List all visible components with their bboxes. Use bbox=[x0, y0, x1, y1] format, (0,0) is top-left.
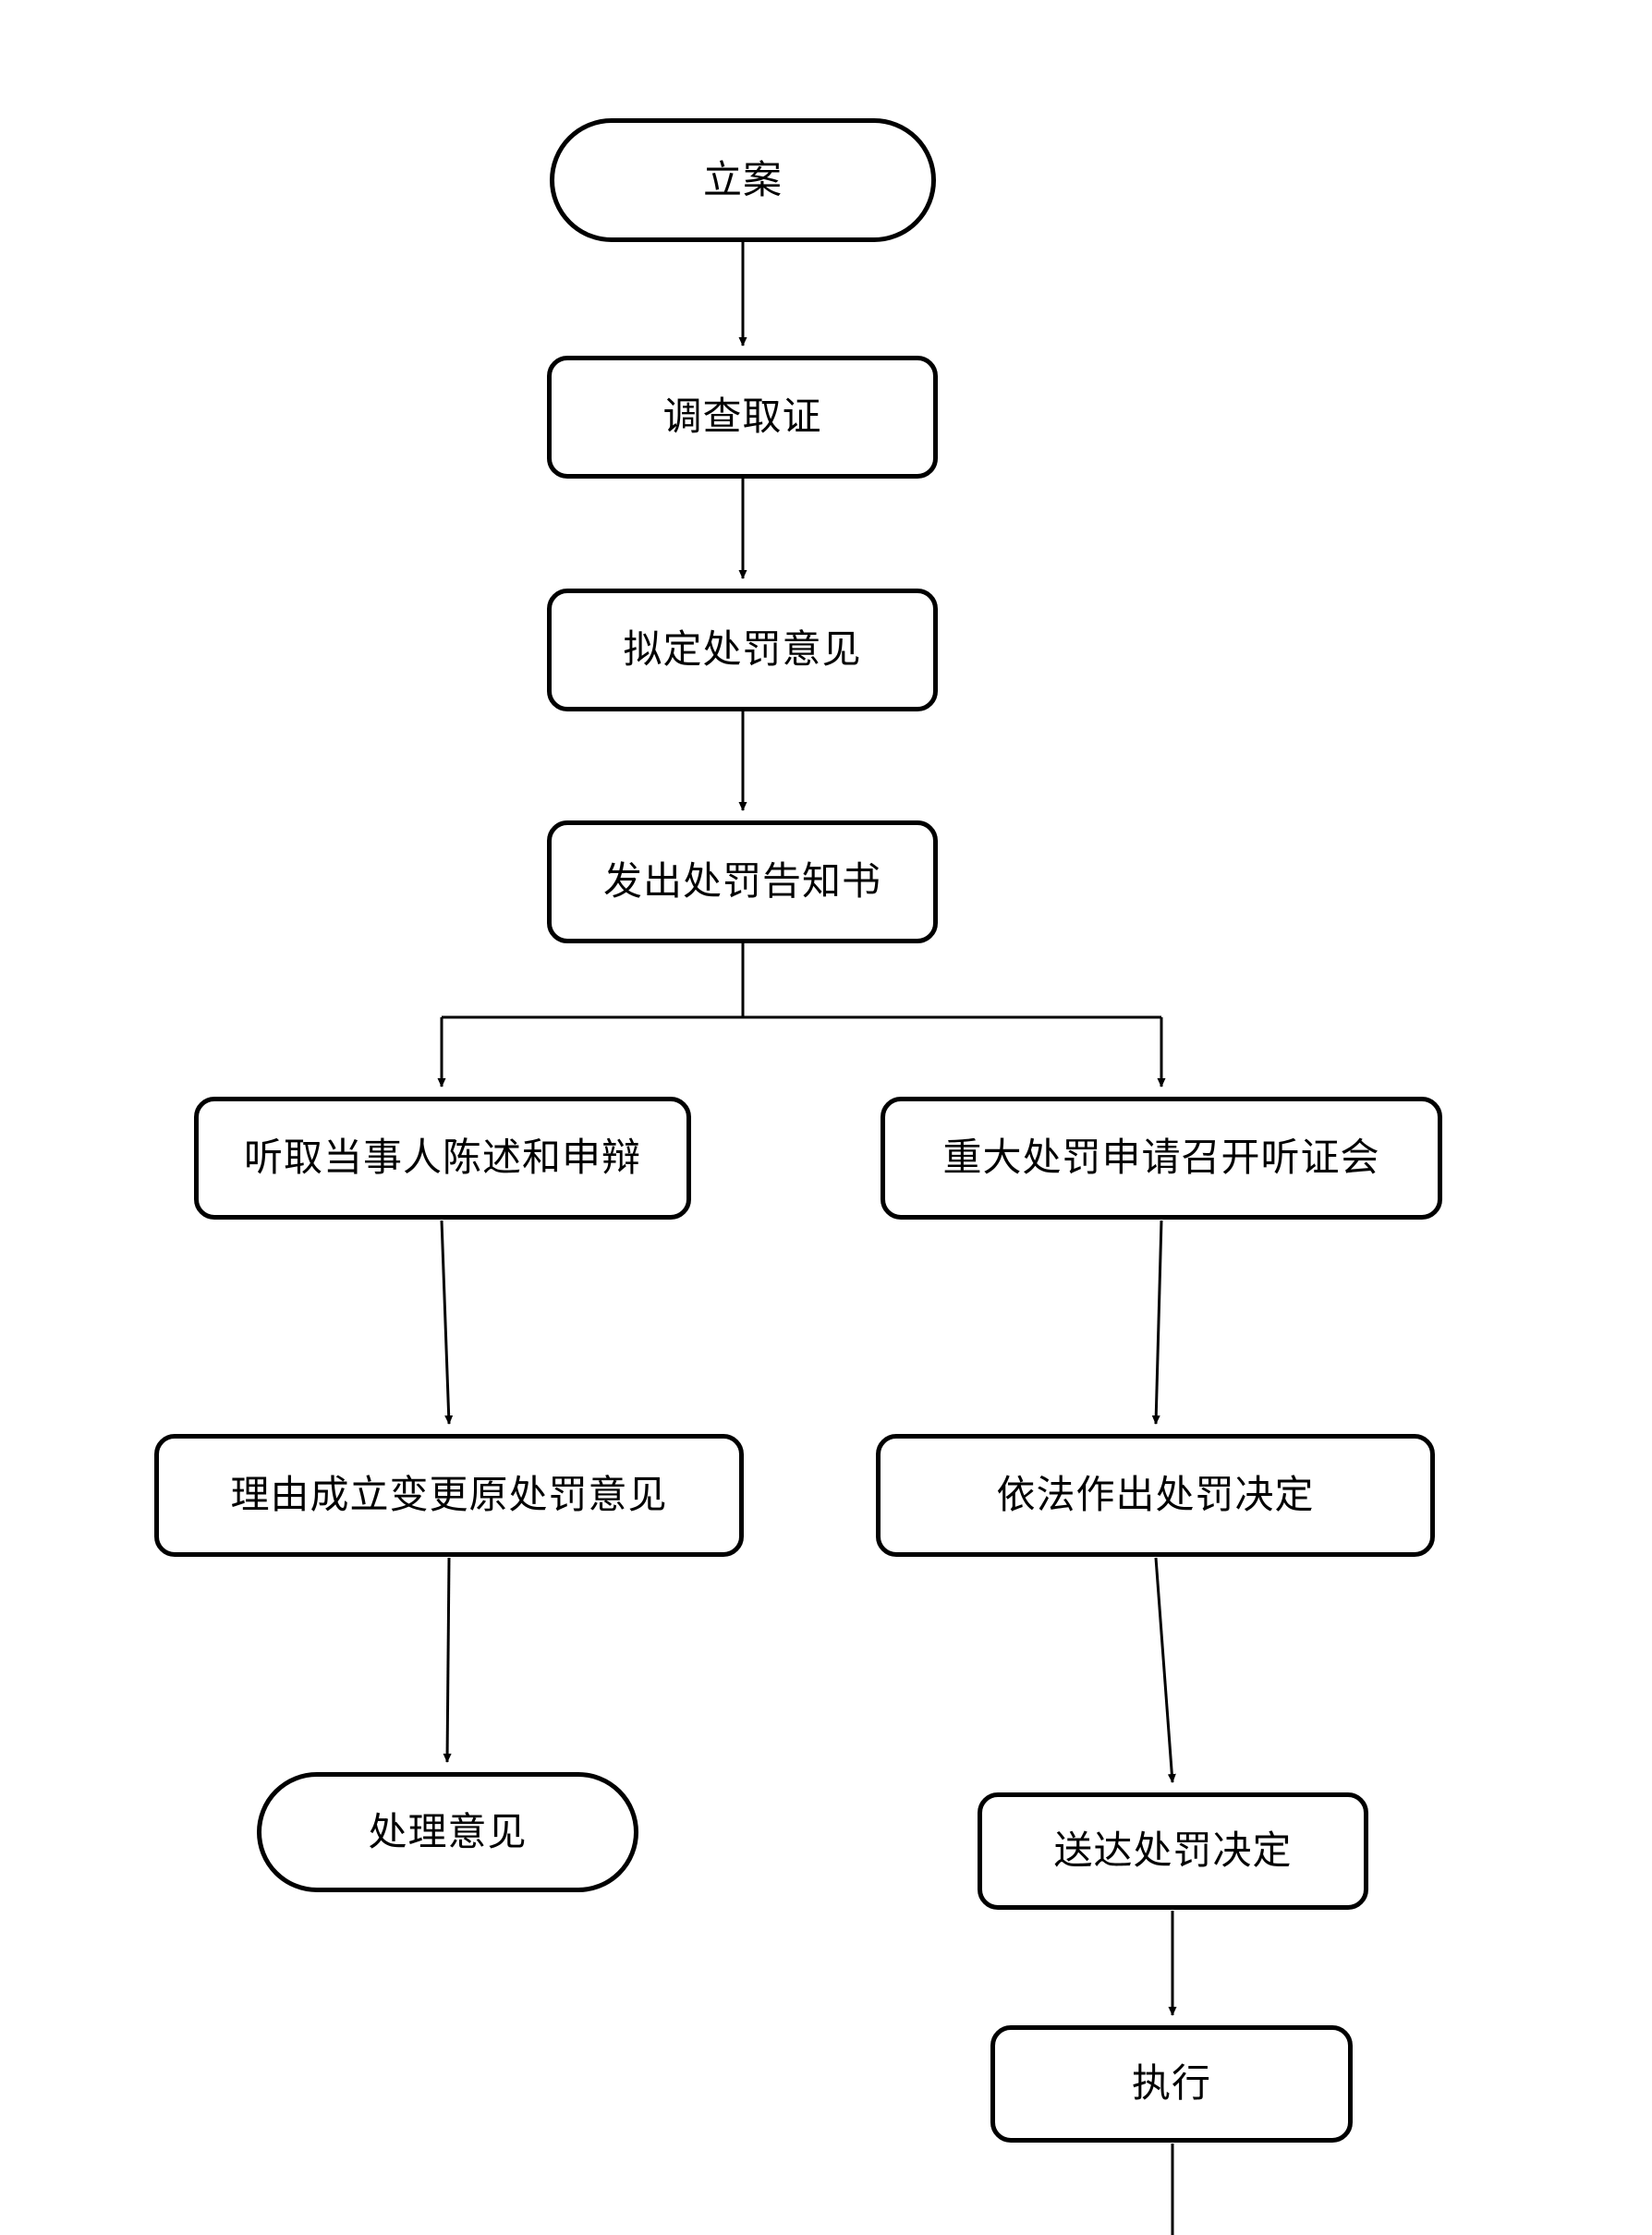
node-change-opinion-label: 理由成立变更原处罚意见 bbox=[230, 1473, 668, 1517]
node-issue-notice[interactable]: 发出处罚告知书 bbox=[547, 820, 938, 943]
node-handling-opinion-label: 处理意见 bbox=[368, 1809, 528, 1853]
node-change-opinion[interactable]: 理由成立变更原处罚意见 bbox=[154, 1434, 744, 1557]
node-hear-statement[interactable]: 听取当事人陈述和申辩 bbox=[194, 1097, 691, 1220]
node-handling-opinion[interactable]: 处理意见 bbox=[257, 1772, 638, 1892]
node-investigate-label: 调查取证 bbox=[662, 395, 822, 439]
node-investigate[interactable]: 调查取证 bbox=[547, 356, 938, 479]
node-request-hearing[interactable]: 重大处罚申请召开听证会 bbox=[881, 1097, 1442, 1220]
node-hear-statement-label: 听取当事人陈述和申辩 bbox=[243, 1136, 641, 1180]
edge-make-decision-to-deliver-decision bbox=[1154, 1557, 1176, 1783]
node-filing[interactable]: 立案 bbox=[550, 118, 936, 242]
node-make-decision[interactable]: 依法作出处罚决定 bbox=[876, 1434, 1435, 1557]
edge-request-hearing-to-make-decision bbox=[1151, 1220, 1163, 1425]
node-draft-opinion[interactable]: 拟定处罚意见 bbox=[547, 589, 938, 711]
node-issue-notice-label: 发出处罚告知书 bbox=[602, 859, 881, 904]
node-execute-label: 执行 bbox=[1131, 2061, 1211, 2106]
edge-change-opinion-to-handling-opinion bbox=[443, 1557, 452, 1763]
node-execute[interactable]: 执行 bbox=[990, 2025, 1353, 2143]
node-request-hearing-label: 重大处罚申请召开听证会 bbox=[942, 1136, 1380, 1180]
node-draft-opinion-label: 拟定处罚意见 bbox=[623, 627, 862, 672]
node-deliver-decision-label: 送达处罚决定 bbox=[1053, 1828, 1293, 1873]
edge-hear-statement-to-change-opinion bbox=[440, 1220, 454, 1425]
node-make-decision-label: 依法作出处罚决定 bbox=[996, 1473, 1315, 1517]
node-deliver-decision[interactable]: 送达处罚决定 bbox=[978, 1792, 1368, 1910]
node-filing-label: 立案 bbox=[702, 157, 783, 201]
